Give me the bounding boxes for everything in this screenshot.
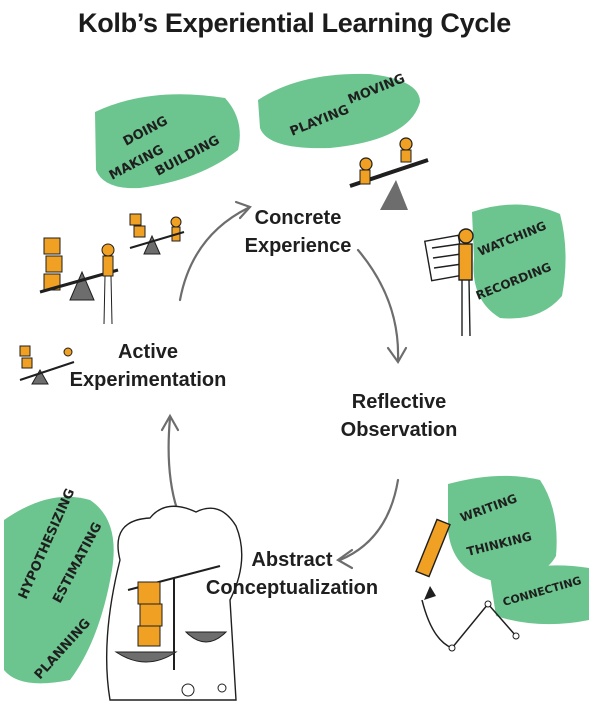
stage-label-line: Experience [244, 235, 352, 257]
observer-chart-icon [423, 228, 474, 337]
stage-active-experimentation: Active Experimentation [68, 338, 228, 394]
stage-label-line: Active [117, 341, 179, 363]
stage-label-line: Concrete [254, 207, 342, 229]
stage-abstract-conceptualization: Abstract Conceptualization [204, 546, 380, 602]
note-blob-abstract-left [4, 496, 114, 684]
stage-label-line: Conceptualization [205, 577, 379, 599]
note-blob-reflective [472, 204, 566, 319]
stage-label-line: Observation [340, 419, 458, 441]
diagram-title: Kolb’s Experiential Learning Cycle [78, 8, 511, 38]
tiny-seesaw-blocks-icon [19, 345, 75, 385]
note-blob-active [95, 94, 240, 189]
stage-label-line: Abstract [251, 549, 333, 571]
note-blob-concrete [258, 73, 420, 149]
blocks-seesaw-icon [39, 237, 119, 325]
arrow-active-to-concrete [178, 206, 250, 302]
note-blob-connecting [490, 565, 589, 625]
note-blob-abstract-right [448, 475, 557, 581]
small-seesaw-blocks-icon [129, 213, 185, 255]
stage-reflective-observation: Reflective Observation [334, 388, 464, 444]
arrow-concrete-to-reflective [356, 248, 400, 362]
note-blobs [4, 73, 589, 684]
pencil-icon [415, 518, 451, 600]
arrow-reflective-to-abstract [338, 478, 400, 562]
stage-label-line: Reflective [351, 391, 447, 413]
stage-concrete-experience: Concrete Experience [238, 204, 358, 260]
thought-cloud-scale-icon [105, 505, 243, 701]
seesaw-figures-icon [349, 137, 429, 210]
stage-label-line: Experimentation [69, 369, 227, 391]
